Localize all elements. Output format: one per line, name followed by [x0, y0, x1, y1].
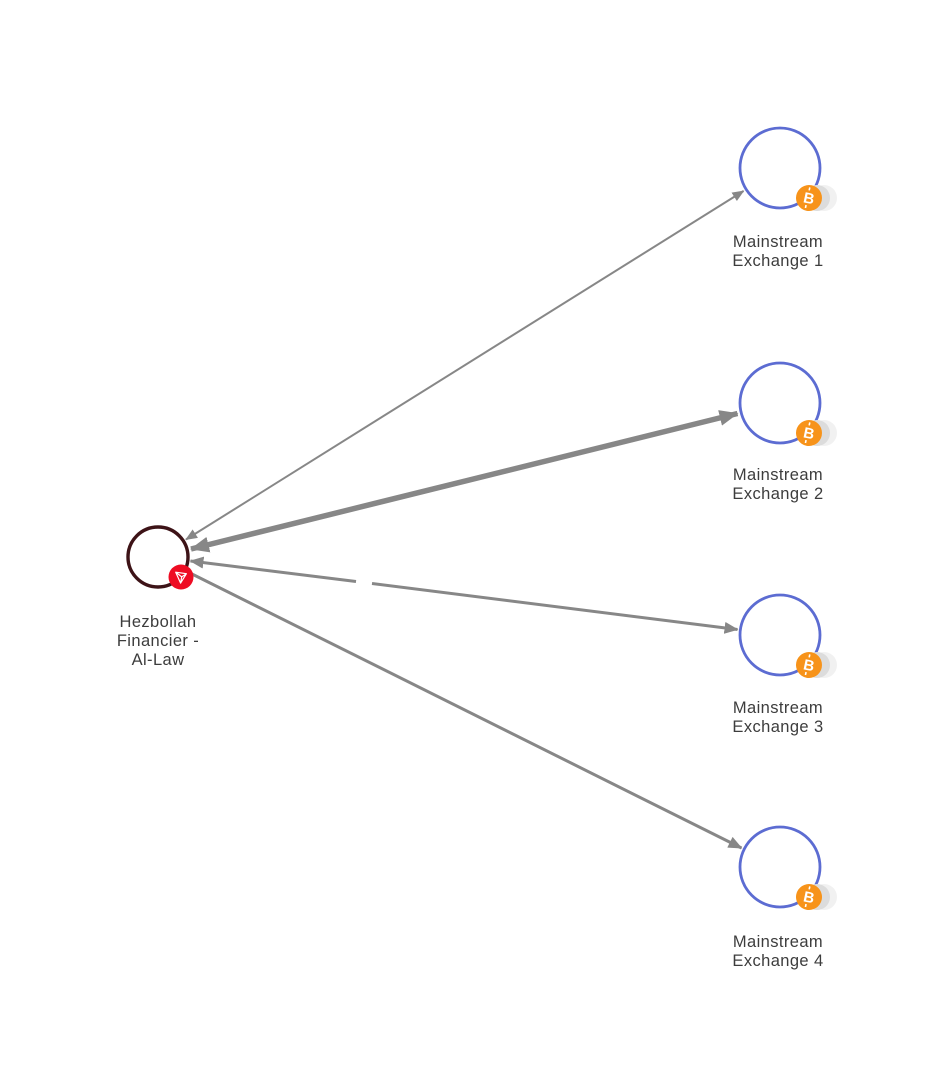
- bitcoin-icon: B: [796, 652, 822, 678]
- node-mainstream-exchange-3[interactable]: B: [738, 593, 837, 680]
- node-label-mainstream-exchange-3: Mainstream Exchange 3: [732, 699, 824, 736]
- edge-layer: [185, 190, 745, 850]
- exchange-node-circle[interactable]: [738, 126, 822, 210]
- svg-text:B: B: [802, 656, 816, 675]
- node-label-hezbollah-financier-al-law: Hezbollah Financier - Al-Law: [116, 613, 200, 669]
- svg-text:B: B: [802, 424, 816, 443]
- node-label-mainstream-exchange-2: Mainstream Exchange 2: [732, 466, 824, 503]
- edge-hezbollah-exchange-3-segment-b[interactable]: [371, 582, 739, 634]
- node-mainstream-exchange-4[interactable]: B: [738, 825, 837, 912]
- bitcoin-icon: B: [796, 420, 822, 446]
- bitcoin-icon: B: [796, 185, 822, 211]
- exchange-node-circle[interactable]: [738, 825, 822, 909]
- exchange-node-circle[interactable]: [738, 593, 822, 677]
- bitcoin-icon: B: [796, 884, 822, 910]
- edge-hezbollah-exchange-3-segment-a[interactable]: [189, 556, 357, 583]
- node-label-mainstream-exchange-4: Mainstream Exchange 4: [732, 933, 824, 970]
- tron-icon: [168, 564, 194, 590]
- node-hezbollah-financier-al-law[interactable]: [126, 525, 194, 590]
- node-label-mainstream-exchange-1: Mainstream Exchange 1: [732, 233, 824, 270]
- edge-hezbollah-exchange-4[interactable]: [185, 569, 743, 850]
- svg-text:B: B: [802, 888, 816, 907]
- node-mainstream-exchange-1[interactable]: B: [738, 126, 837, 213]
- edge-hezbollah-exchange-2[interactable]: [190, 410, 739, 553]
- svg-text:B: B: [802, 189, 816, 208]
- node-mainstream-exchange-2[interactable]: B: [738, 361, 837, 448]
- exchange-node-circle[interactable]: [738, 361, 822, 445]
- edge-hezbollah-exchange-1[interactable]: [185, 190, 745, 541]
